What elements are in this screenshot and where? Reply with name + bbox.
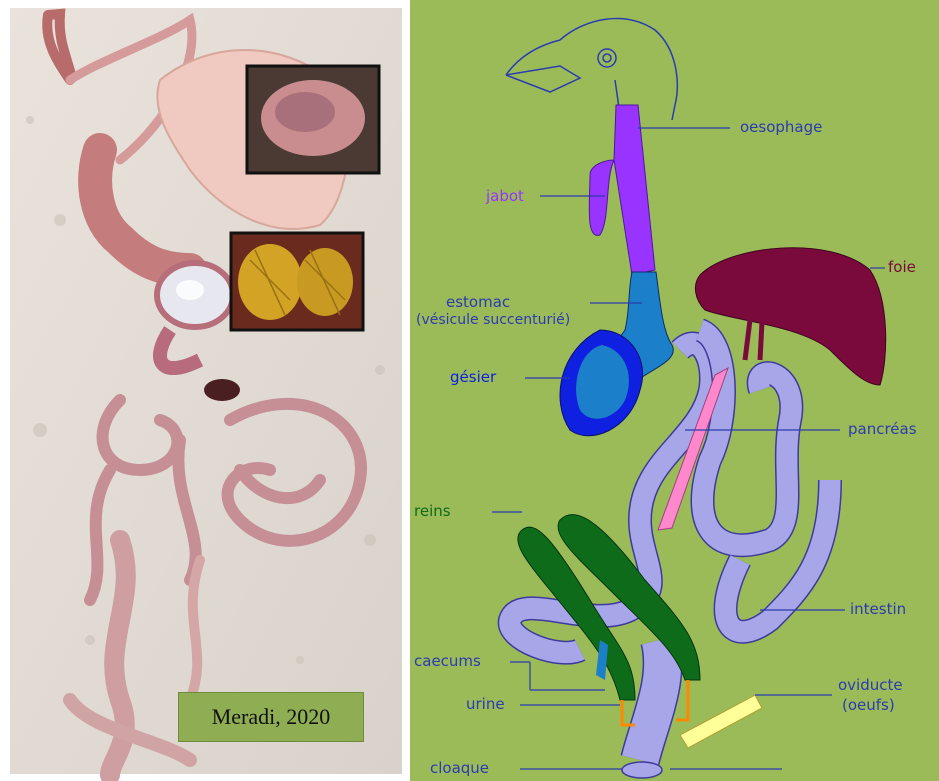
label-caecums: caecums [414,652,481,670]
label-pancreas: pancréas [848,420,917,438]
cloaca [622,762,662,778]
label-gesier: gésier [450,368,496,386]
label-estomac: estomac [446,293,510,311]
dissection-photo-drawing [0,0,410,781]
oviduct [680,695,762,748]
digestive-system-diagram: oesophage jabot foie estomac (vésicule s… [410,0,939,781]
label-oviducte: oviducte [838,676,903,694]
photo-credit: Meradi, 2020 [178,692,364,742]
dissection-photo: Meradi, 2020 [0,0,410,781]
eye-outline [598,49,616,67]
label-jabot: jabot [486,187,524,205]
esophagus-crop [589,105,655,275]
label-foie: foie [888,258,916,276]
head-outline [506,19,677,120]
label-urine: urine [466,695,505,713]
bile-duct [745,320,762,360]
label-reins: reins [414,502,451,520]
label-intestin: intestin [850,600,906,618]
beak-outline [506,66,580,92]
label-oviducte-sub: (oeufs) [842,696,895,714]
label-oesophage: oesophage [740,118,822,136]
label-estomac-sub: (vésicule succenturié) [416,311,570,329]
label-cloaque: cloaque [430,759,489,777]
diagram-drawing [410,0,939,781]
